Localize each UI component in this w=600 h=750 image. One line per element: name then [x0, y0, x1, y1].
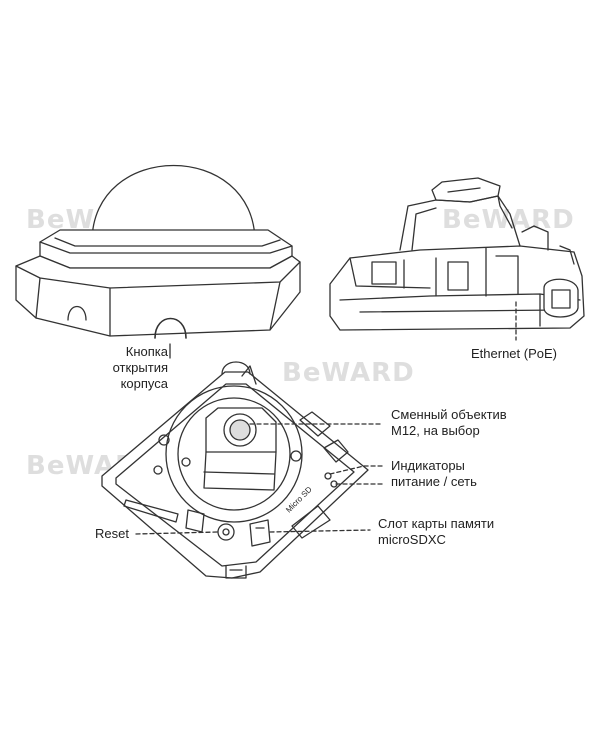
- indicators-label-line: питание / сеть: [391, 474, 477, 489]
- lens-label: Сменный объектив M12, на выбор: [391, 407, 507, 439]
- case-button-label-line: корпуса: [120, 376, 168, 391]
- sd-slot-label: Слот карты памяти microSDXC: [378, 516, 494, 548]
- case-button-label-line: открытия: [112, 360, 168, 375]
- reset-label: Reset: [95, 526, 129, 541]
- indicators-label-line: Индикаторы: [391, 458, 465, 473]
- indicators-label: Индикаторы питание / сеть: [391, 458, 477, 490]
- sd-slot-label-line: Слот карты памяти: [378, 516, 495, 531]
- sd-slot-leader-line: [269, 529, 371, 533]
- reset-leader-line: [135, 531, 219, 535]
- dome-camera-closed: [15, 164, 301, 339]
- ethernet-label: Ethernet (PoE): [471, 346, 557, 361]
- indicator-leader-line-1: [329, 465, 383, 475]
- dome-camera-open-side: [329, 177, 585, 331]
- camera-board-top-view: [101, 361, 369, 579]
- case-button-label-line: Кнопка: [125, 344, 168, 359]
- lens-label-line: Сменный объектив: [391, 407, 507, 422]
- sd-slot-label-line: microSDXC: [378, 532, 446, 547]
- lens-label-line: M12, на выбор: [391, 423, 480, 438]
- watermark-logo: BeWARD: [282, 358, 415, 388]
- case-button-label: Кнопка открытия корпуса: [88, 344, 168, 392]
